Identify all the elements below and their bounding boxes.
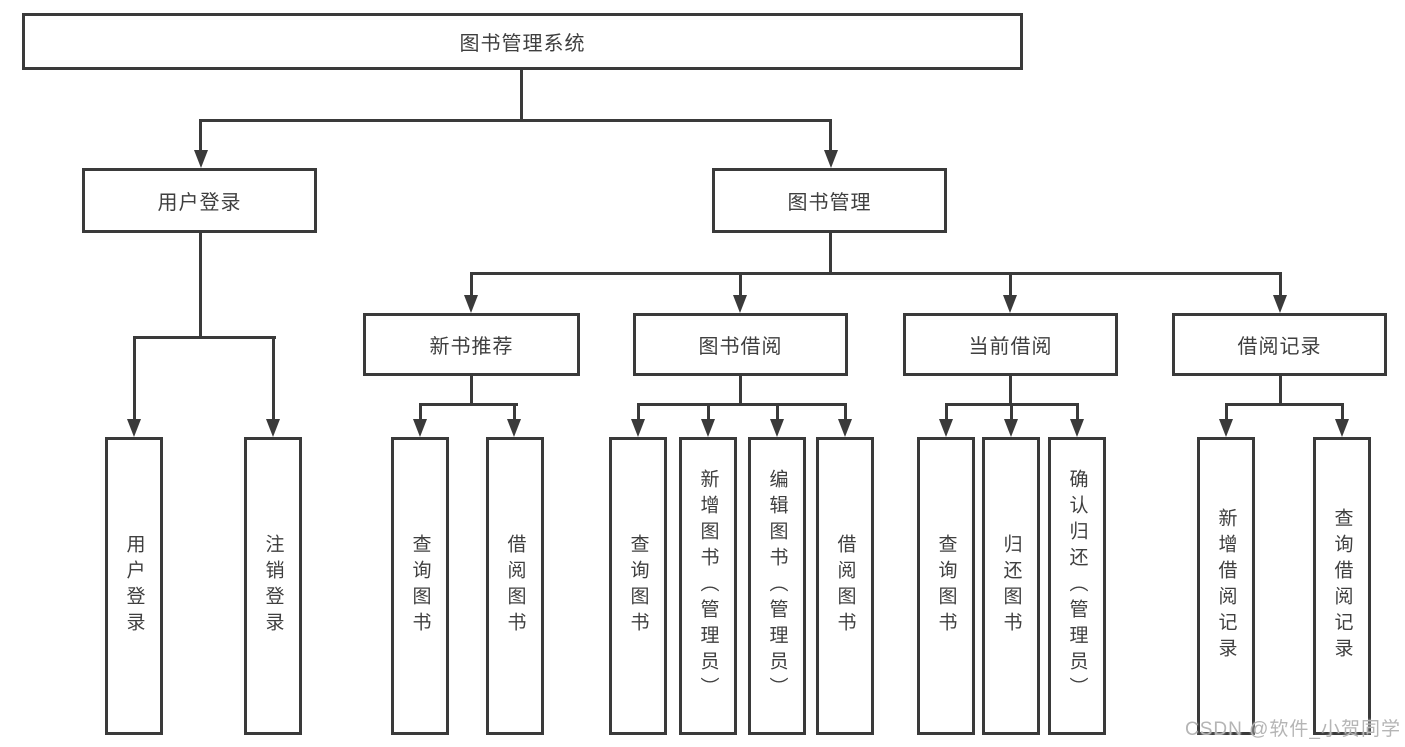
connector-distributor — [419, 403, 518, 406]
arrow-down-icon — [413, 419, 427, 437]
arrow-down-icon — [1219, 419, 1233, 437]
connector-stem — [739, 376, 742, 406]
connector-user-login-stem — [199, 233, 202, 339]
node-label: 图书管理系统 — [459, 33, 586, 55]
connector-drop-book-management — [829, 119, 832, 151]
connector-stem — [1009, 376, 1012, 406]
leaf-query-borrow-record: 查询借阅记录 — [1313, 437, 1371, 735]
connector-drop — [1009, 272, 1012, 297]
leaf-add-books-admin: 新增图书（管理员） — [679, 437, 737, 735]
arrow-down-icon — [838, 419, 852, 437]
leaf-query-books: 查询图书 — [391, 437, 449, 735]
arrow-down-icon — [733, 295, 747, 313]
connector-level3-distributor — [470, 272, 1282, 275]
arrow-down-icon — [701, 419, 715, 437]
connector-drop — [513, 403, 516, 421]
connector-drop — [1010, 403, 1013, 421]
connector-distributor — [1225, 403, 1344, 406]
leaf-label: 查询图书 — [627, 534, 649, 638]
leaf-label: 借阅图书 — [834, 534, 856, 638]
node-book-borrowing: 图书借阅 — [633, 313, 848, 376]
node-label: 图书借阅 — [698, 336, 783, 358]
arrow-down-icon — [824, 150, 838, 168]
connector-drop — [1341, 403, 1344, 421]
connector-drop — [1279, 272, 1282, 297]
connector-drop — [945, 403, 948, 421]
connector-book-management-stem — [829, 233, 832, 275]
leaf-query-books: 查询图书 — [609, 437, 667, 735]
leaf-label: 编辑图书（管理员） — [766, 469, 788, 703]
arrow-down-icon — [1004, 419, 1018, 437]
node-label: 新书推荐 — [429, 336, 514, 358]
arrow-down-icon — [127, 419, 141, 437]
arrow-down-icon — [194, 150, 208, 168]
csdn-watermark: CSDN @软件_小贺同学 — [1185, 719, 1401, 740]
leaf-return-books: 归还图书 — [982, 437, 1040, 735]
node-label: 借阅记录 — [1237, 336, 1322, 358]
connector-drop — [707, 403, 710, 421]
node-borrowing-records: 借阅记录 — [1172, 313, 1387, 376]
leaf-label: 用户登录 — [123, 534, 145, 638]
connector-drop — [1076, 403, 1079, 421]
leaf-borrow-books: 借阅图书 — [486, 437, 544, 735]
connector-stem — [470, 376, 473, 406]
connector-drop — [1225, 403, 1228, 421]
connector-drop-user-login — [199, 119, 202, 151]
arrow-down-icon — [1070, 419, 1084, 437]
arrow-down-icon — [939, 419, 953, 437]
connector-drop — [133, 336, 136, 422]
node-current-borrowing: 当前借阅 — [903, 313, 1118, 376]
leaf-label: 新增图书（管理员） — [697, 469, 719, 703]
node-new-book-recommend: 新书推荐 — [363, 313, 580, 376]
arrow-down-icon — [770, 419, 784, 437]
arrow-down-icon — [1003, 295, 1017, 313]
node-book-management: 图书管理 — [712, 168, 947, 233]
leaf-query-books: 查询图书 — [917, 437, 975, 735]
arrow-down-icon — [631, 419, 645, 437]
node-library-management-system: 图书管理系统 — [22, 13, 1023, 70]
arrow-down-icon — [266, 419, 280, 437]
arrow-down-icon — [1273, 295, 1287, 313]
leaf-label: 注销登录 — [262, 534, 284, 638]
arrow-down-icon — [464, 295, 478, 313]
connector-stem — [1279, 376, 1282, 406]
leaf-label: 新增借阅记录 — [1215, 508, 1237, 664]
arrow-down-icon — [507, 419, 521, 437]
connector-user-login-distributor — [133, 336, 276, 339]
leaf-label: 归还图书 — [1000, 534, 1022, 638]
leaf-confirm-return-admin: 确认归还（管理员） — [1048, 437, 1106, 735]
connector-drop — [776, 403, 779, 421]
connector-drop — [637, 403, 640, 421]
leaf-logout: 注销登录 — [244, 437, 302, 735]
leaf-label: 查询图书 — [409, 534, 431, 638]
connector-distributor — [637, 403, 847, 406]
connector-drop — [844, 403, 847, 421]
node-label: 当前借阅 — [968, 336, 1053, 358]
leaf-add-borrow-record: 新增借阅记录 — [1197, 437, 1255, 735]
connector-drop — [419, 403, 422, 421]
connector-drop — [739, 272, 742, 297]
node-user-login: 用户登录 — [82, 168, 317, 233]
leaf-edit-books-admin: 编辑图书（管理员） — [748, 437, 806, 735]
arrow-down-icon — [1335, 419, 1349, 437]
leaf-borrow-books: 借阅图书 — [816, 437, 874, 735]
leaf-label: 借阅图书 — [504, 534, 526, 638]
node-label: 用户登录 — [157, 192, 242, 214]
connector-level1-distributor — [199, 119, 832, 122]
leaf-label: 查询图书 — [935, 534, 957, 638]
leaf-user-login: 用户登录 — [105, 437, 163, 735]
leaf-label: 确认归还（管理员） — [1066, 469, 1088, 703]
connector-drop — [272, 336, 275, 422]
node-label: 图书管理 — [787, 192, 872, 214]
connector-drop — [470, 272, 473, 297]
leaf-label: 查询借阅记录 — [1331, 508, 1353, 664]
connector-root-stem — [520, 69, 523, 121]
